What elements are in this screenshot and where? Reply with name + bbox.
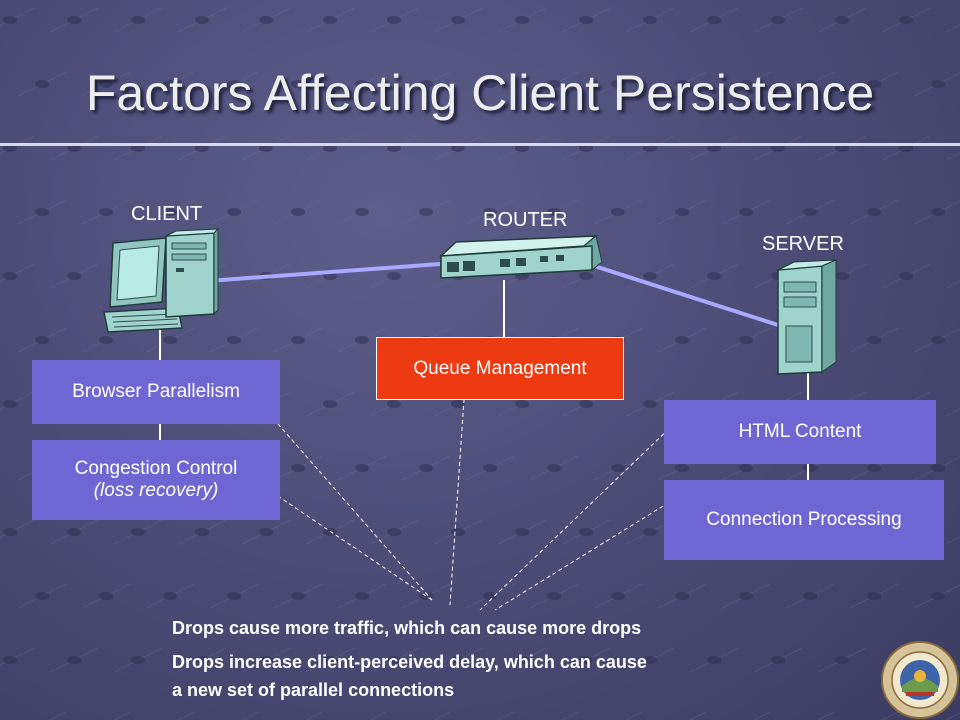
browser-parallelism-label: Browser Parallelism	[72, 381, 240, 402]
router-label: ROUTER	[483, 209, 568, 231]
note-line-3: a new set of parallel connections	[172, 680, 455, 700]
browser-parallelism-box: Browser Parallelism	[32, 360, 280, 424]
queue-management-label: Queue Management	[413, 357, 587, 379]
router-server-link	[584, 261, 779, 327]
congestion-control-box: Congestion Control (loss recovery)	[32, 440, 280, 520]
connection-processing-label: Connection Processing	[706, 509, 902, 530]
client-label: CLIENT	[131, 203, 203, 225]
queue-management-box: Queue Management	[376, 337, 624, 400]
university-seal-icon	[881, 641, 959, 719]
html-content-box: HTML Content	[664, 400, 936, 464]
computer-icon	[103, 227, 220, 333]
connection-processing-box: Connection Processing	[664, 480, 944, 560]
pointer-html-content	[479, 423, 675, 611]
pointer-queue-management	[449, 384, 466, 606]
router-icon	[438, 235, 603, 279]
server-icon	[777, 259, 837, 375]
slide-title: Factors Affecting Client Persistence	[85, 65, 875, 121]
note-line-1: Drops cause more traffic, which can caus…	[172, 618, 642, 638]
congestion-control-sublabel: (loss recovery)	[93, 480, 219, 501]
client-router-link	[207, 262, 441, 283]
congestion-control-label: Congestion Control	[74, 458, 238, 479]
note-line-2: Drops increase client-perceived delay, w…	[172, 652, 647, 672]
pointer-congestion-control	[265, 487, 433, 601]
server-label: SERVER	[762, 233, 844, 255]
html-content-label: HTML Content	[738, 421, 862, 442]
pointer-connection-processing	[494, 494, 682, 611]
pointer-browser-parallelism	[263, 407, 433, 601]
title-divider	[0, 143, 960, 146]
